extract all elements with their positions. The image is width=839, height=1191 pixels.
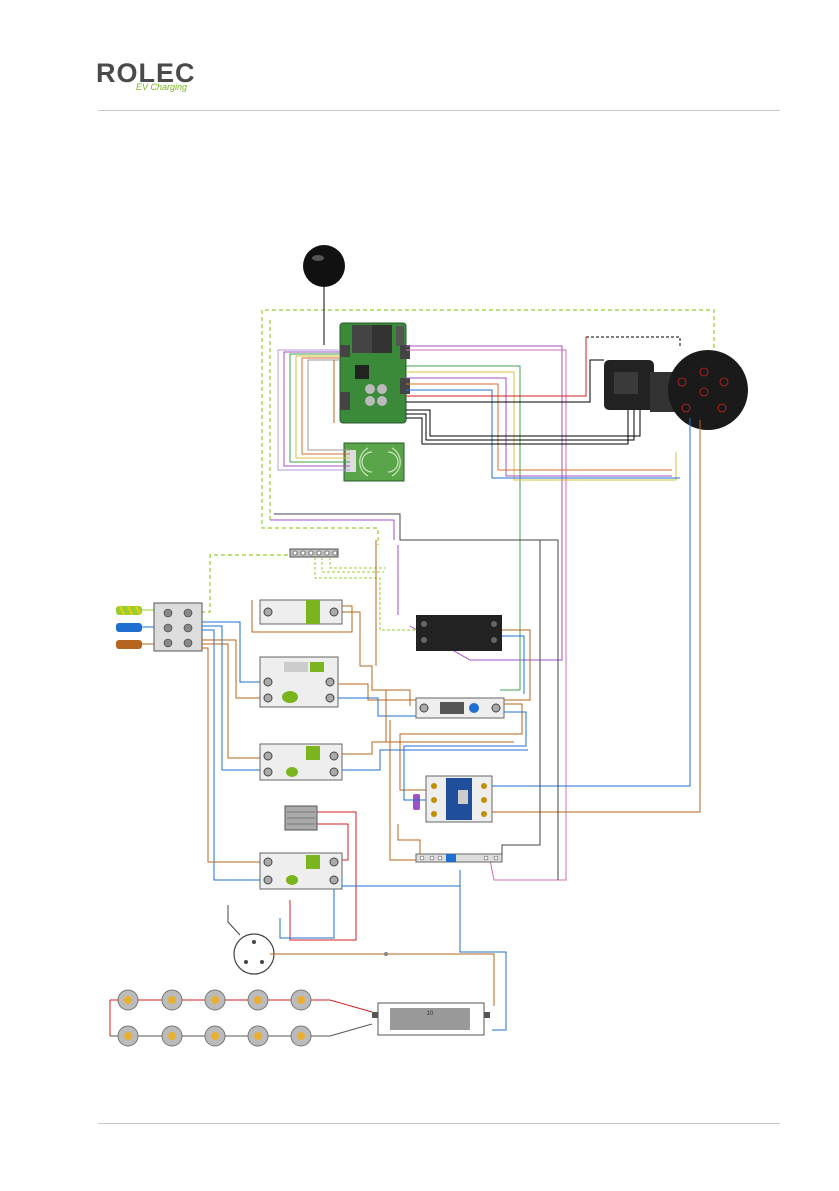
supply-cables <box>116 606 154 649</box>
terminal-block <box>154 603 202 651</box>
module-label: 10 <box>427 1011 434 1017</box>
energy-meter <box>416 698 504 718</box>
isolator-switch <box>228 905 494 1006</box>
rfid-board <box>344 443 404 481</box>
mcb-1 <box>260 600 342 624</box>
main-pcb <box>340 323 410 423</box>
antenna <box>303 245 345 345</box>
mcb-3 <box>260 853 342 889</box>
internal-wiring <box>252 418 700 1030</box>
led-array <box>110 990 372 1046</box>
led-driver: 10 <box>372 1003 490 1035</box>
rcd <box>260 657 338 707</box>
mcb-2 <box>260 744 342 780</box>
power-supply <box>416 615 502 651</box>
contactor <box>413 776 492 822</box>
din-terminal-strip <box>416 854 502 862</box>
distribution-wires <box>202 622 262 880</box>
charging-socket <box>586 337 748 430</box>
pcb-rfid-wires <box>278 350 350 470</box>
earth-loop <box>200 310 714 612</box>
